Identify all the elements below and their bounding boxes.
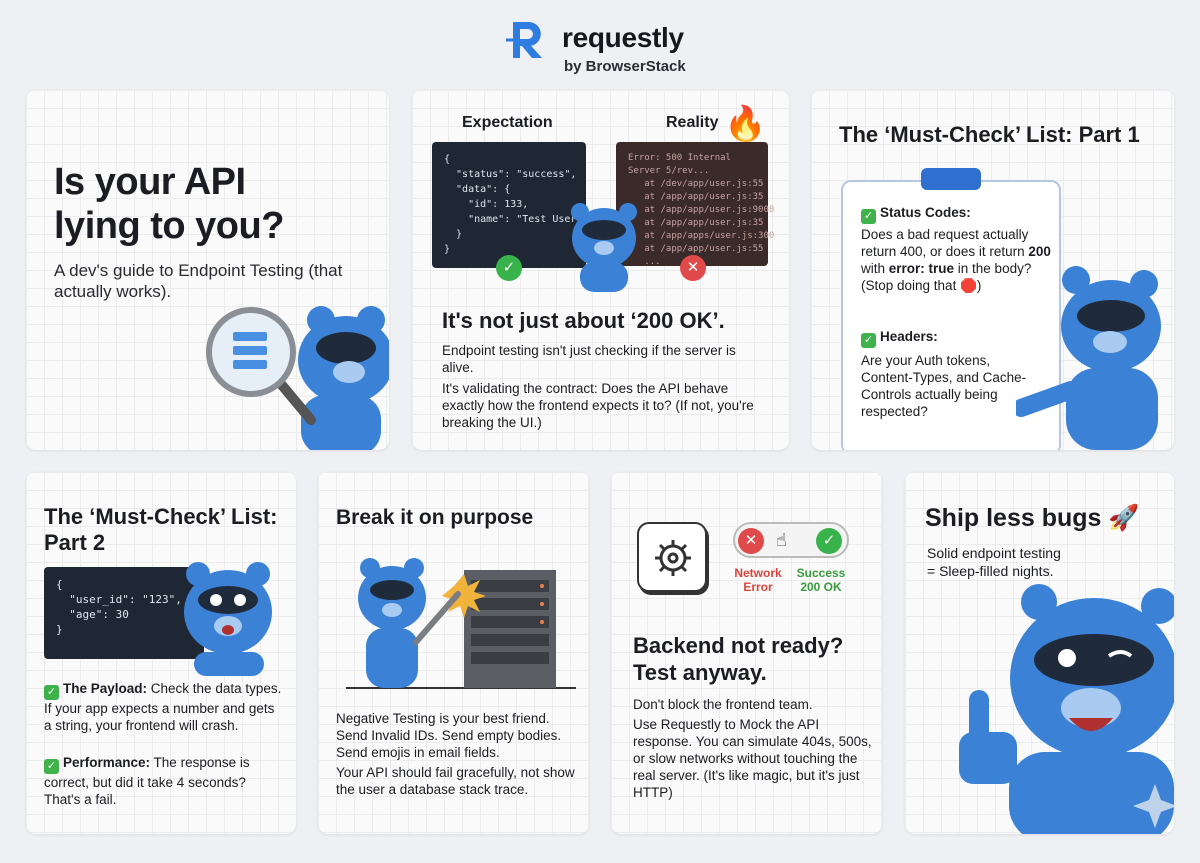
must-check-2-title: The ‘Must-Check’ List: Part 2 <box>44 504 278 555</box>
payload-body: Check the data types. If your app expect… <box>44 681 282 733</box>
status-codes-section: ✓ Status Codes: Does a bad request actual… <box>861 204 1061 294</box>
status-body-b: with <box>861 261 889 276</box>
clipboard-clip <box>921 168 981 190</box>
status-codes-body: Does a bad request actually return 400, … <box>861 226 1061 277</box>
body-endpoint: Endpoint testing isn't just checking if … <box>442 343 736 375</box>
fire-icon: 🔥 <box>724 105 767 143</box>
header: requestly by BrowserStack <box>0 12 1200 82</box>
performance-label: Performance: <box>63 755 151 770</box>
network-error-label: Network Error <box>734 566 782 594</box>
success-icon[interactable]: ✓ <box>816 528 842 554</box>
checkbox-icon: ✓ <box>44 685 59 700</box>
backend-not-ready-title: Backend not ready? Test anyway. <box>633 633 844 685</box>
performance-item: ✓ Performance: The response is correct, b… <box>44 754 284 808</box>
status-body-bold2: error: true <box>888 261 955 276</box>
card-must-check-1: The ‘Must-Check’ List: Part 1 ✓ Status Co… <box>811 90 1174 450</box>
success-label: Success 200 OK <box>796 566 846 594</box>
pointer-hand-icon: ☝ <box>776 530 787 550</box>
status-codes-note: (Stop doing that 🛑) <box>861 278 982 293</box>
dont-block-body: Don't block the frontend team. <box>633 697 813 712</box>
card-break-it: Break it on purpose Negative Testing is … <box>318 472 589 834</box>
intro-title: Is your API lying to you? <box>54 160 284 248</box>
bear-magnifier-illustration <box>206 306 389 450</box>
headers-title: ✓ Headers: <box>861 328 1041 348</box>
brand-subtitle: by BrowserStack <box>564 58 686 75</box>
brand-name: requestly <box>562 22 684 53</box>
code-expectation: { "status": "success", "data": { "id": 1… <box>432 142 586 268</box>
must-check-1-title: The ‘Must-Check’ List: Part 1 <box>839 122 1140 147</box>
bear-thinking-illustration <box>571 203 637 292</box>
settings-tile <box>637 522 707 592</box>
code-reality: Error: 500 Internal Server 5/rev... at /… <box>616 142 774 267</box>
bear-shocked-illustration <box>184 562 272 676</box>
status-codes-label: Status Codes: <box>880 205 971 220</box>
card-mock-api: ✕ ✓ ☝ Network Error Success 200 OK Backe… <box>611 472 882 834</box>
x-icon: ✕ <box>680 255 706 281</box>
negative-testing-body: Negative Testing is your best friend. Se… <box>336 711 562 760</box>
ship-title: Ship less bugs 🚀 <box>925 504 1140 532</box>
network-error-icon[interactable]: ✕ <box>738 528 764 554</box>
status-body-a: Does a bad request actually return 400, … <box>861 227 1029 259</box>
ship-line1: Solid endpoint testing <box>927 545 1061 561</box>
checkbox-icon: ✓ <box>44 759 59 774</box>
requestly-logo-icon <box>506 22 542 58</box>
bear-thumbs-up-illustration <box>959 584 1174 834</box>
bear-hammer-server-illustration <box>346 558 576 689</box>
card-must-check-2: The ‘Must-Check’ List: Part 2 { "user_id… <box>26 472 296 834</box>
check-icon: ✓ <box>496 255 522 281</box>
label-expectation: Expectation <box>462 114 553 131</box>
ship-line2: = Sleep-filled nights. <box>927 563 1054 579</box>
status-codes-title: ✓ Status Codes: <box>861 204 1061 224</box>
checkbox-icon: ✓ <box>861 209 876 224</box>
bear-pointing-illustration <box>1016 266 1161 450</box>
fail-gracefully-body: Your API should fail gracefully, not sho… <box>336 765 575 797</box>
label-reality: Reality <box>666 114 719 131</box>
intro-subtitle: A dev's guide to Endpoint Testing (that … <box>54 261 343 301</box>
code-payload: { "user_id": "123", "age": 30 } <box>44 567 204 659</box>
checkbox-icon: ✓ <box>861 333 876 348</box>
headers-label: Headers: <box>880 329 938 344</box>
payload-label: The Payload: <box>63 681 148 696</box>
body-contract: It's validating the contract: Does the A… <box>442 381 754 430</box>
headers-body: Are your Auth tokens, Content-Types, and… <box>861 353 1027 419</box>
headers-section: ✓ Headers: Are your Auth tokens, Content-… <box>861 328 1041 420</box>
intro-title-line2: lying to you? <box>54 205 284 247</box>
gear-icon <box>655 540 691 576</box>
card-ship-less-bugs: Ship less bugs 🚀 Solid endpoint testing … <box>905 472 1174 834</box>
status-body-bold: 200 <box>1028 244 1051 259</box>
card-expectation-reality: Expectation Reality { "status": "success… <box>412 90 789 450</box>
break-it-title: Break it on purpose <box>336 506 534 529</box>
payload-item: ✓ The Payload: Check the data types. If y… <box>44 680 284 734</box>
headline-200ok: It's not just about ‘200 OK’. <box>442 308 725 333</box>
performance-body: The response is correct, but did it take… <box>44 755 250 807</box>
mock-body: Use Requestly to Mock the API response. … <box>633 717 872 800</box>
intro-title-line1: Is your API <box>54 161 246 203</box>
status-body-c: in the body? <box>954 261 1032 276</box>
card-intro: Is your API lying to you? A dev's guide … <box>26 90 389 450</box>
